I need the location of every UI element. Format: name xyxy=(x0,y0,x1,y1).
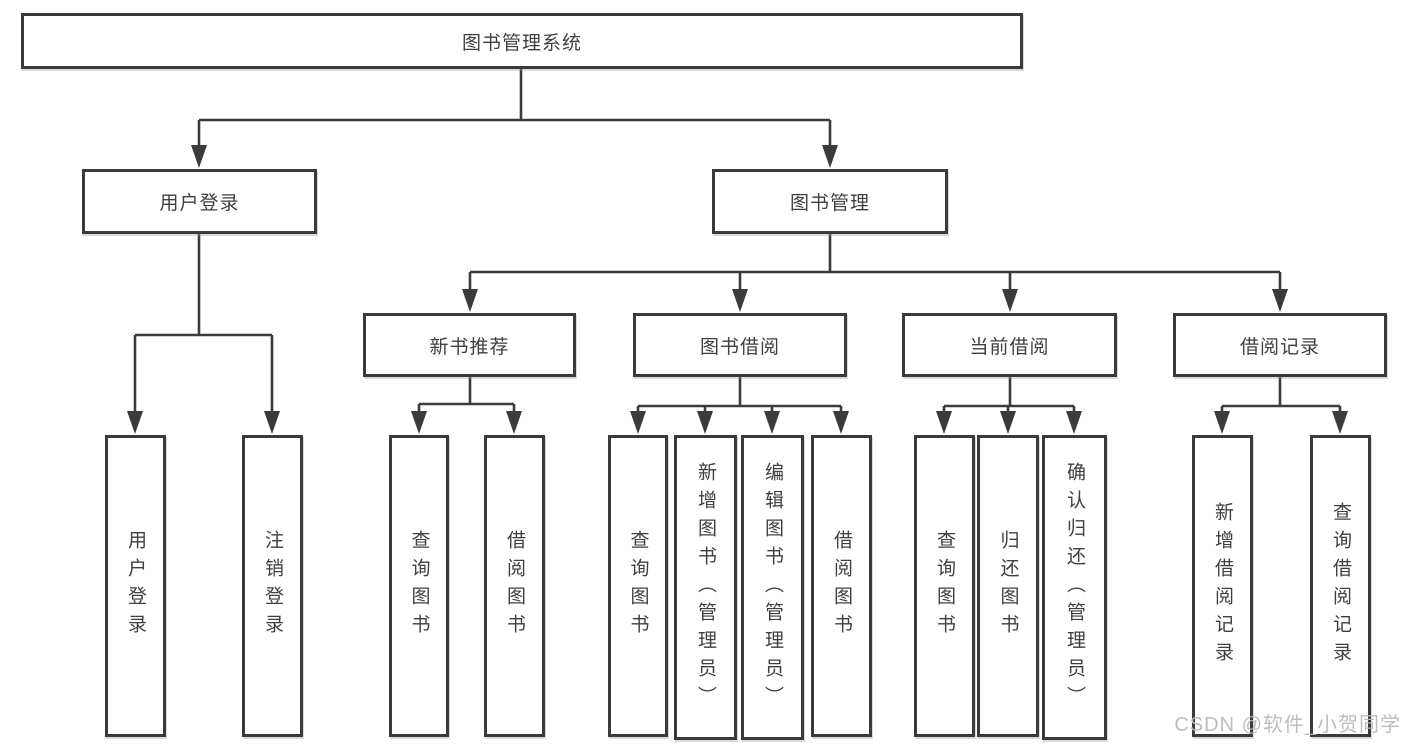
leaf-borrow-book: 借阅图书 xyxy=(811,435,872,737)
node-borrow-record-label: 借阅记录 xyxy=(1239,336,1320,358)
node-current-borrow-label: 当前借阅 xyxy=(969,336,1050,358)
node-book-management-label: 图书管理 xyxy=(789,193,870,214)
leaf-query-borrow-record-label: 查询借阅记录 xyxy=(1330,502,1351,670)
leaf-query-borrow-record: 查询借阅记录 xyxy=(1310,435,1371,737)
leaf-edit-book-admin-label: 编辑图书（管理员） xyxy=(762,461,783,714)
leaf-confirm-return-admin-label: 确认归还（管理员） xyxy=(1064,461,1085,714)
leaf-query-book-recommend-label: 查询图书 xyxy=(408,530,430,642)
leaf-add-borrow-record-label: 新增借阅记录 xyxy=(1212,502,1233,670)
leaf-add-book-admin: 新增图书（管理员） xyxy=(674,435,737,740)
leaf-query-book-borrow: 查询图书 xyxy=(608,435,668,737)
leaf-user-login-label: 用户登录 xyxy=(125,530,146,642)
leaf-user-login: 用户登录 xyxy=(105,435,166,737)
leaf-query-book-borrow-label: 查询图书 xyxy=(627,530,649,642)
leaf-add-book-admin-label: 新增图书（管理员） xyxy=(695,461,716,714)
arrowheads xyxy=(127,145,1348,434)
csdn-watermark: CSDN @软件_小贺同学 xyxy=(1174,714,1401,736)
node-book-borrow: 图书借阅 xyxy=(633,313,847,377)
node-new-book-recommend-label: 新书推荐 xyxy=(429,336,510,358)
node-root-label: 图书管理系统 xyxy=(461,32,582,54)
node-user-login: 用户登录 xyxy=(82,169,317,234)
node-root: 图书管理系统 xyxy=(21,13,1023,69)
node-book-borrow-label: 图书借阅 xyxy=(699,336,780,358)
leaf-query-book-current: 查询图书 xyxy=(914,435,975,737)
leaf-borrow-book-recommend-label: 借阅图书 xyxy=(504,530,525,642)
node-user-login-label: 用户登录 xyxy=(159,193,240,214)
leaf-query-book-recommend: 查询图书 xyxy=(389,435,449,737)
node-book-management: 图书管理 xyxy=(712,169,948,234)
leaf-return-book: 归还图书 xyxy=(977,435,1039,737)
leaf-edit-book-admin: 编辑图书（管理员） xyxy=(741,435,804,740)
leaf-query-book-current-label: 查询图书 xyxy=(934,530,955,642)
leaf-add-borrow-record: 新增借阅记录 xyxy=(1192,435,1253,737)
node-current-borrow: 当前借阅 xyxy=(902,313,1117,377)
leaf-borrow-book-label: 借阅图书 xyxy=(831,530,852,642)
node-new-book-recommend: 新书推荐 xyxy=(363,313,576,377)
leaf-borrow-book-recommend: 借阅图书 xyxy=(484,435,545,737)
node-borrow-record: 借阅记录 xyxy=(1173,313,1387,377)
leaf-return-book-label: 归还图书 xyxy=(997,530,1019,642)
leaf-logout-label: 注销登录 xyxy=(262,530,283,642)
leaf-logout: 注销登录 xyxy=(242,435,303,737)
leaf-confirm-return-admin: 确认归还（管理员） xyxy=(1042,435,1107,740)
